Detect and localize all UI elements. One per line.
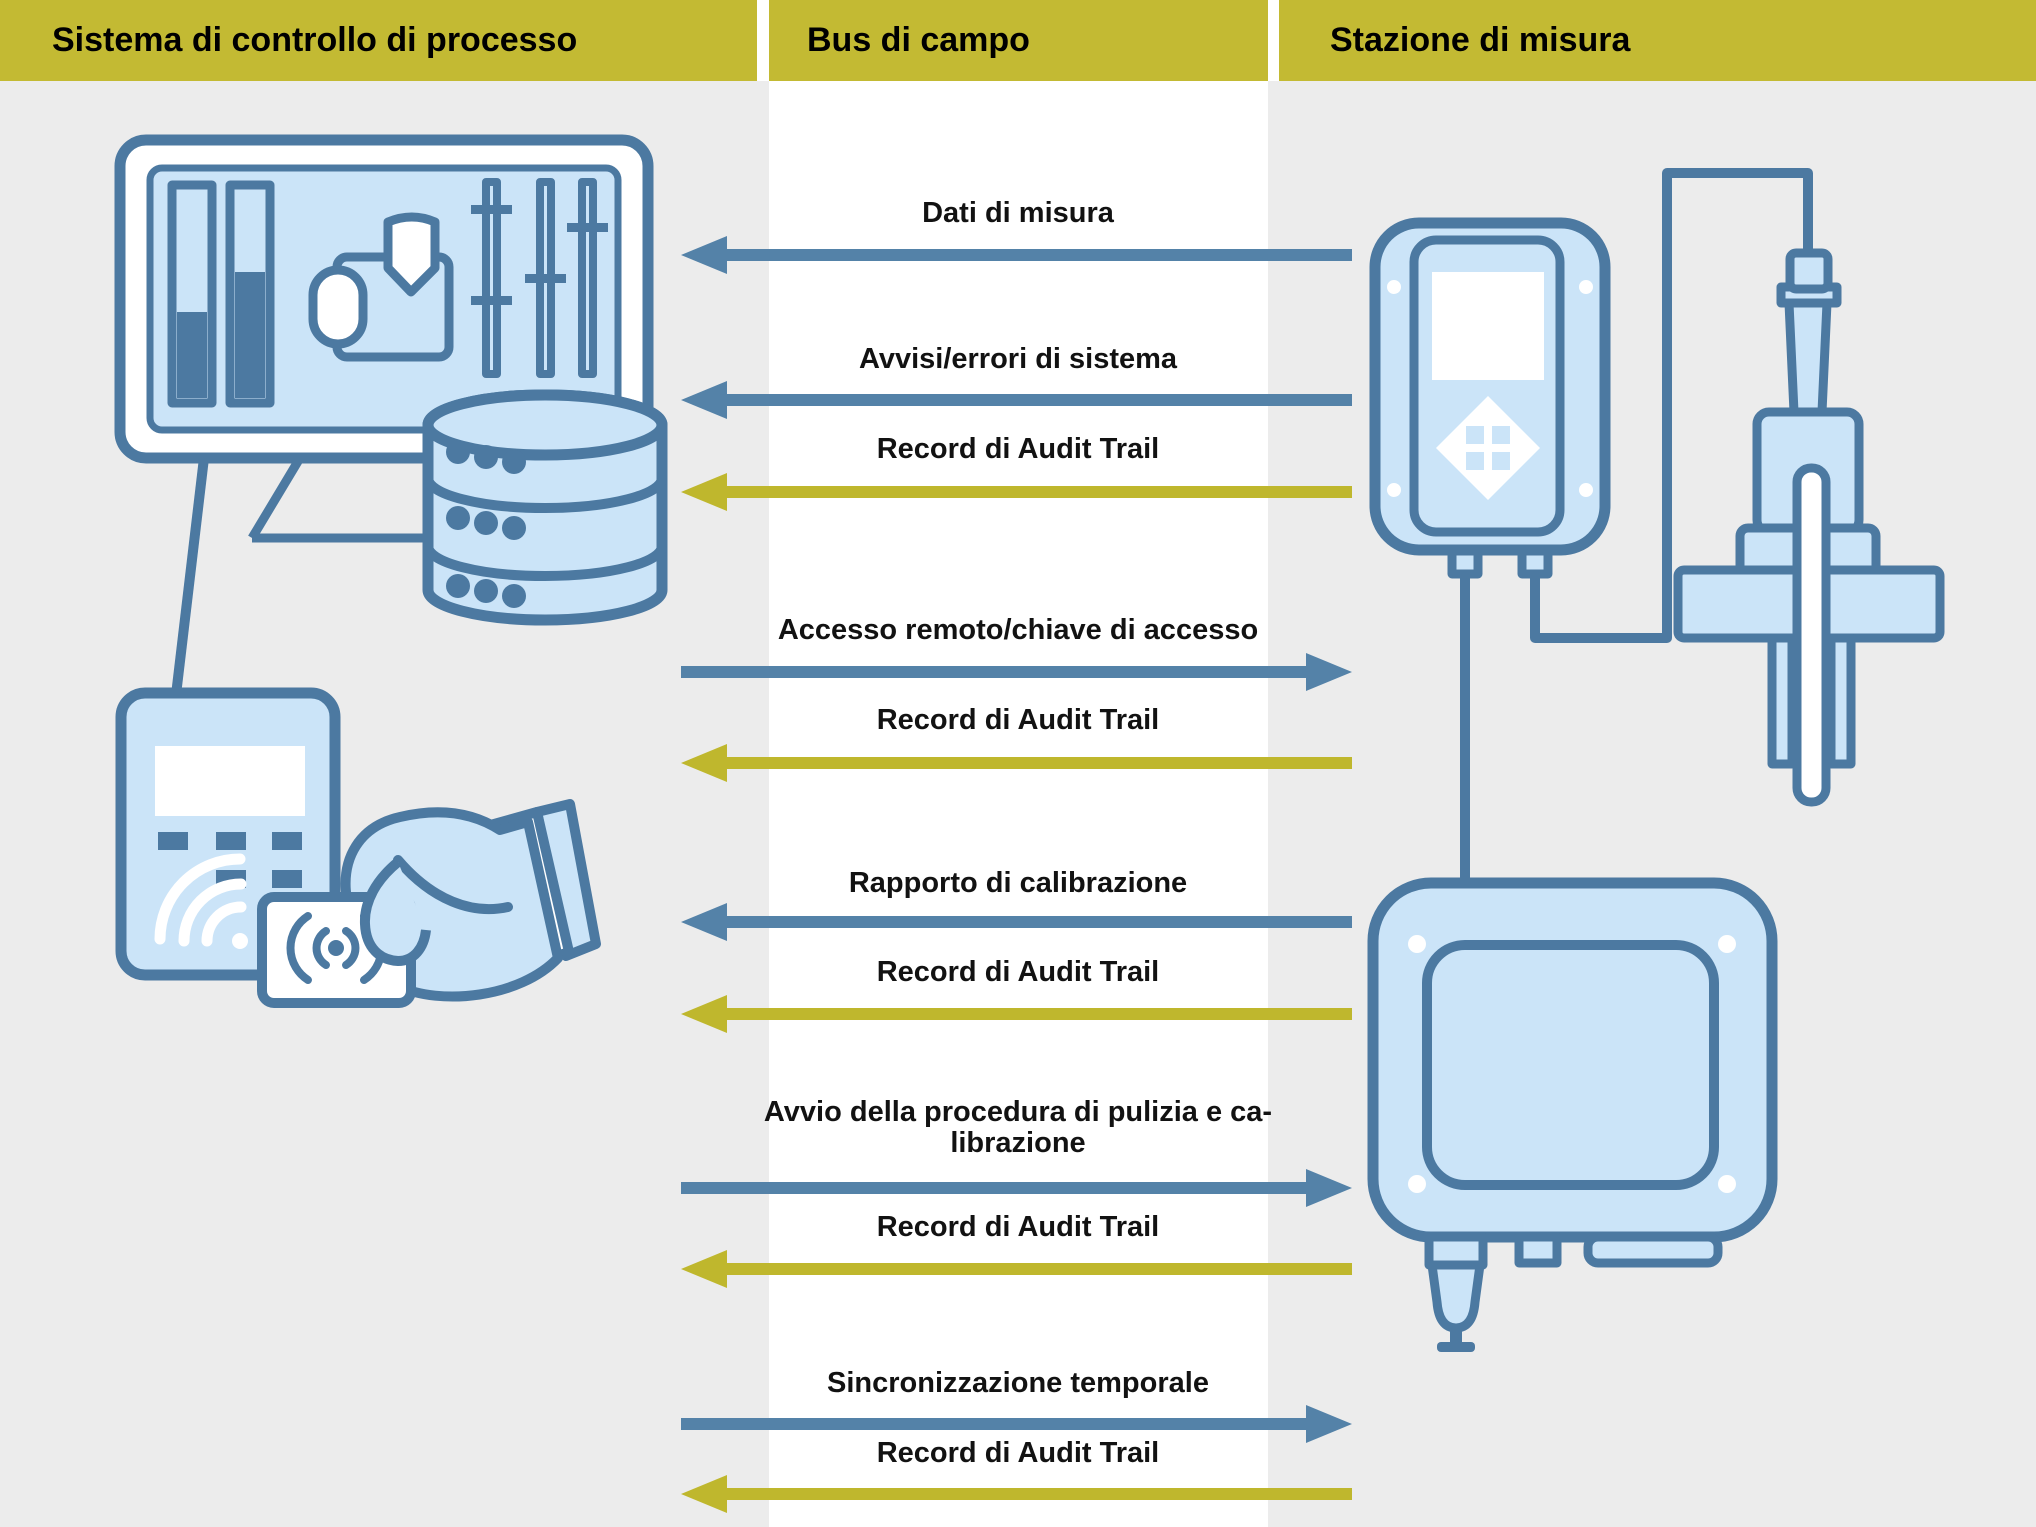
arrow-shaft	[713, 486, 1352, 498]
message-label-audit-trail-5: Record di Audit Trail	[876, 1437, 1160, 1469]
sensor-probe-icon	[1673, 248, 1945, 807]
arrow-shaft	[681, 1418, 1320, 1430]
arrow-shaft	[713, 1488, 1352, 1500]
arrow-shaft	[713, 1008, 1352, 1020]
process-display-monitor-icon	[114, 134, 654, 464]
hand-with-rfid-card-icon	[257, 799, 601, 1008]
message-label-line1: Avvio della procedura di pulizia e ca-	[763, 1096, 1273, 1128]
header-fieldbus: Bus di campo	[769, 0, 1268, 81]
message-label-avvio-procedura: Avvio della procedura di pulizia e ca- l…	[718, 1097, 1318, 1159]
message-label-sincronizzazione: Sincronizzazione temporale	[827, 1367, 1209, 1399]
header-process-control-system: Sistema di controllo di processo	[0, 0, 757, 81]
arrow-shaft	[713, 249, 1352, 261]
message-label-avvisi-errori: Avvisi/errori di sistema	[858, 343, 1178, 375]
arrow-shaft	[681, 1182, 1320, 1194]
message-label-dati-di-misura: Dati di misura	[922, 197, 1114, 229]
arrow-shaft	[681, 666, 1320, 678]
message-label-rapporto-calibrazione: Rapporto di calibrazione	[848, 867, 1188, 899]
message-label-line2: librazione	[950, 1127, 1086, 1159]
message-label-audit-trail-2: Record di Audit Trail	[876, 704, 1160, 736]
database-server-icon	[422, 389, 668, 626]
arrow-left-dati-di-misura	[681, 236, 1352, 274]
arrow-right-sincronizzazione	[681, 1405, 1352, 1443]
arrow-shaft	[713, 394, 1352, 406]
message-label-audit-trail-1: Record di Audit Trail	[876, 433, 1160, 465]
cable-transmitter-to-probe	[1530, 168, 1813, 643]
arrow-right-accesso-remoto	[681, 653, 1352, 691]
arrow-shaft	[713, 916, 1352, 928]
header-label: Stazione di misura	[1330, 21, 1631, 59]
arrow-left-audit-trail-1	[681, 473, 1352, 511]
arrow-shaft	[713, 1263, 1352, 1275]
arrow-left-rapporto-calibrazione	[681, 903, 1352, 941]
message-label-accesso-remoto: Accesso remoto/chiave di accesso	[777, 614, 1259, 646]
header-label: Bus di campo	[807, 21, 1030, 59]
message-label-audit-trail-3: Record di Audit Trail	[876, 956, 1160, 988]
arrow-left-avvisi-errori	[681, 381, 1352, 419]
arrow-left-audit-trail-2	[681, 744, 1352, 782]
message-label-audit-trail-4: Record di Audit Trail	[876, 1211, 1160, 1243]
cable-monitor-to-reader	[171, 457, 209, 696]
arrow-left-audit-trail-5	[681, 1475, 1352, 1513]
header-measuring-station: Stazione di misura	[1279, 0, 2036, 81]
field-controller-icon	[1367, 877, 1778, 1352]
arrow-left-audit-trail-3	[681, 995, 1352, 1033]
transmitter-display-icon	[1369, 217, 1611, 579]
arrow-shaft	[713, 757, 1352, 769]
arrow-left-audit-trail-4	[681, 1250, 1352, 1288]
fieldbus-lane	[769, 81, 1268, 1527]
header-label: Sistema di controllo di processo	[52, 21, 578, 59]
arrow-right-avvio-procedura	[681, 1169, 1352, 1207]
header-row: Sistema di controllo di processo Bus di …	[0, 0, 2036, 81]
